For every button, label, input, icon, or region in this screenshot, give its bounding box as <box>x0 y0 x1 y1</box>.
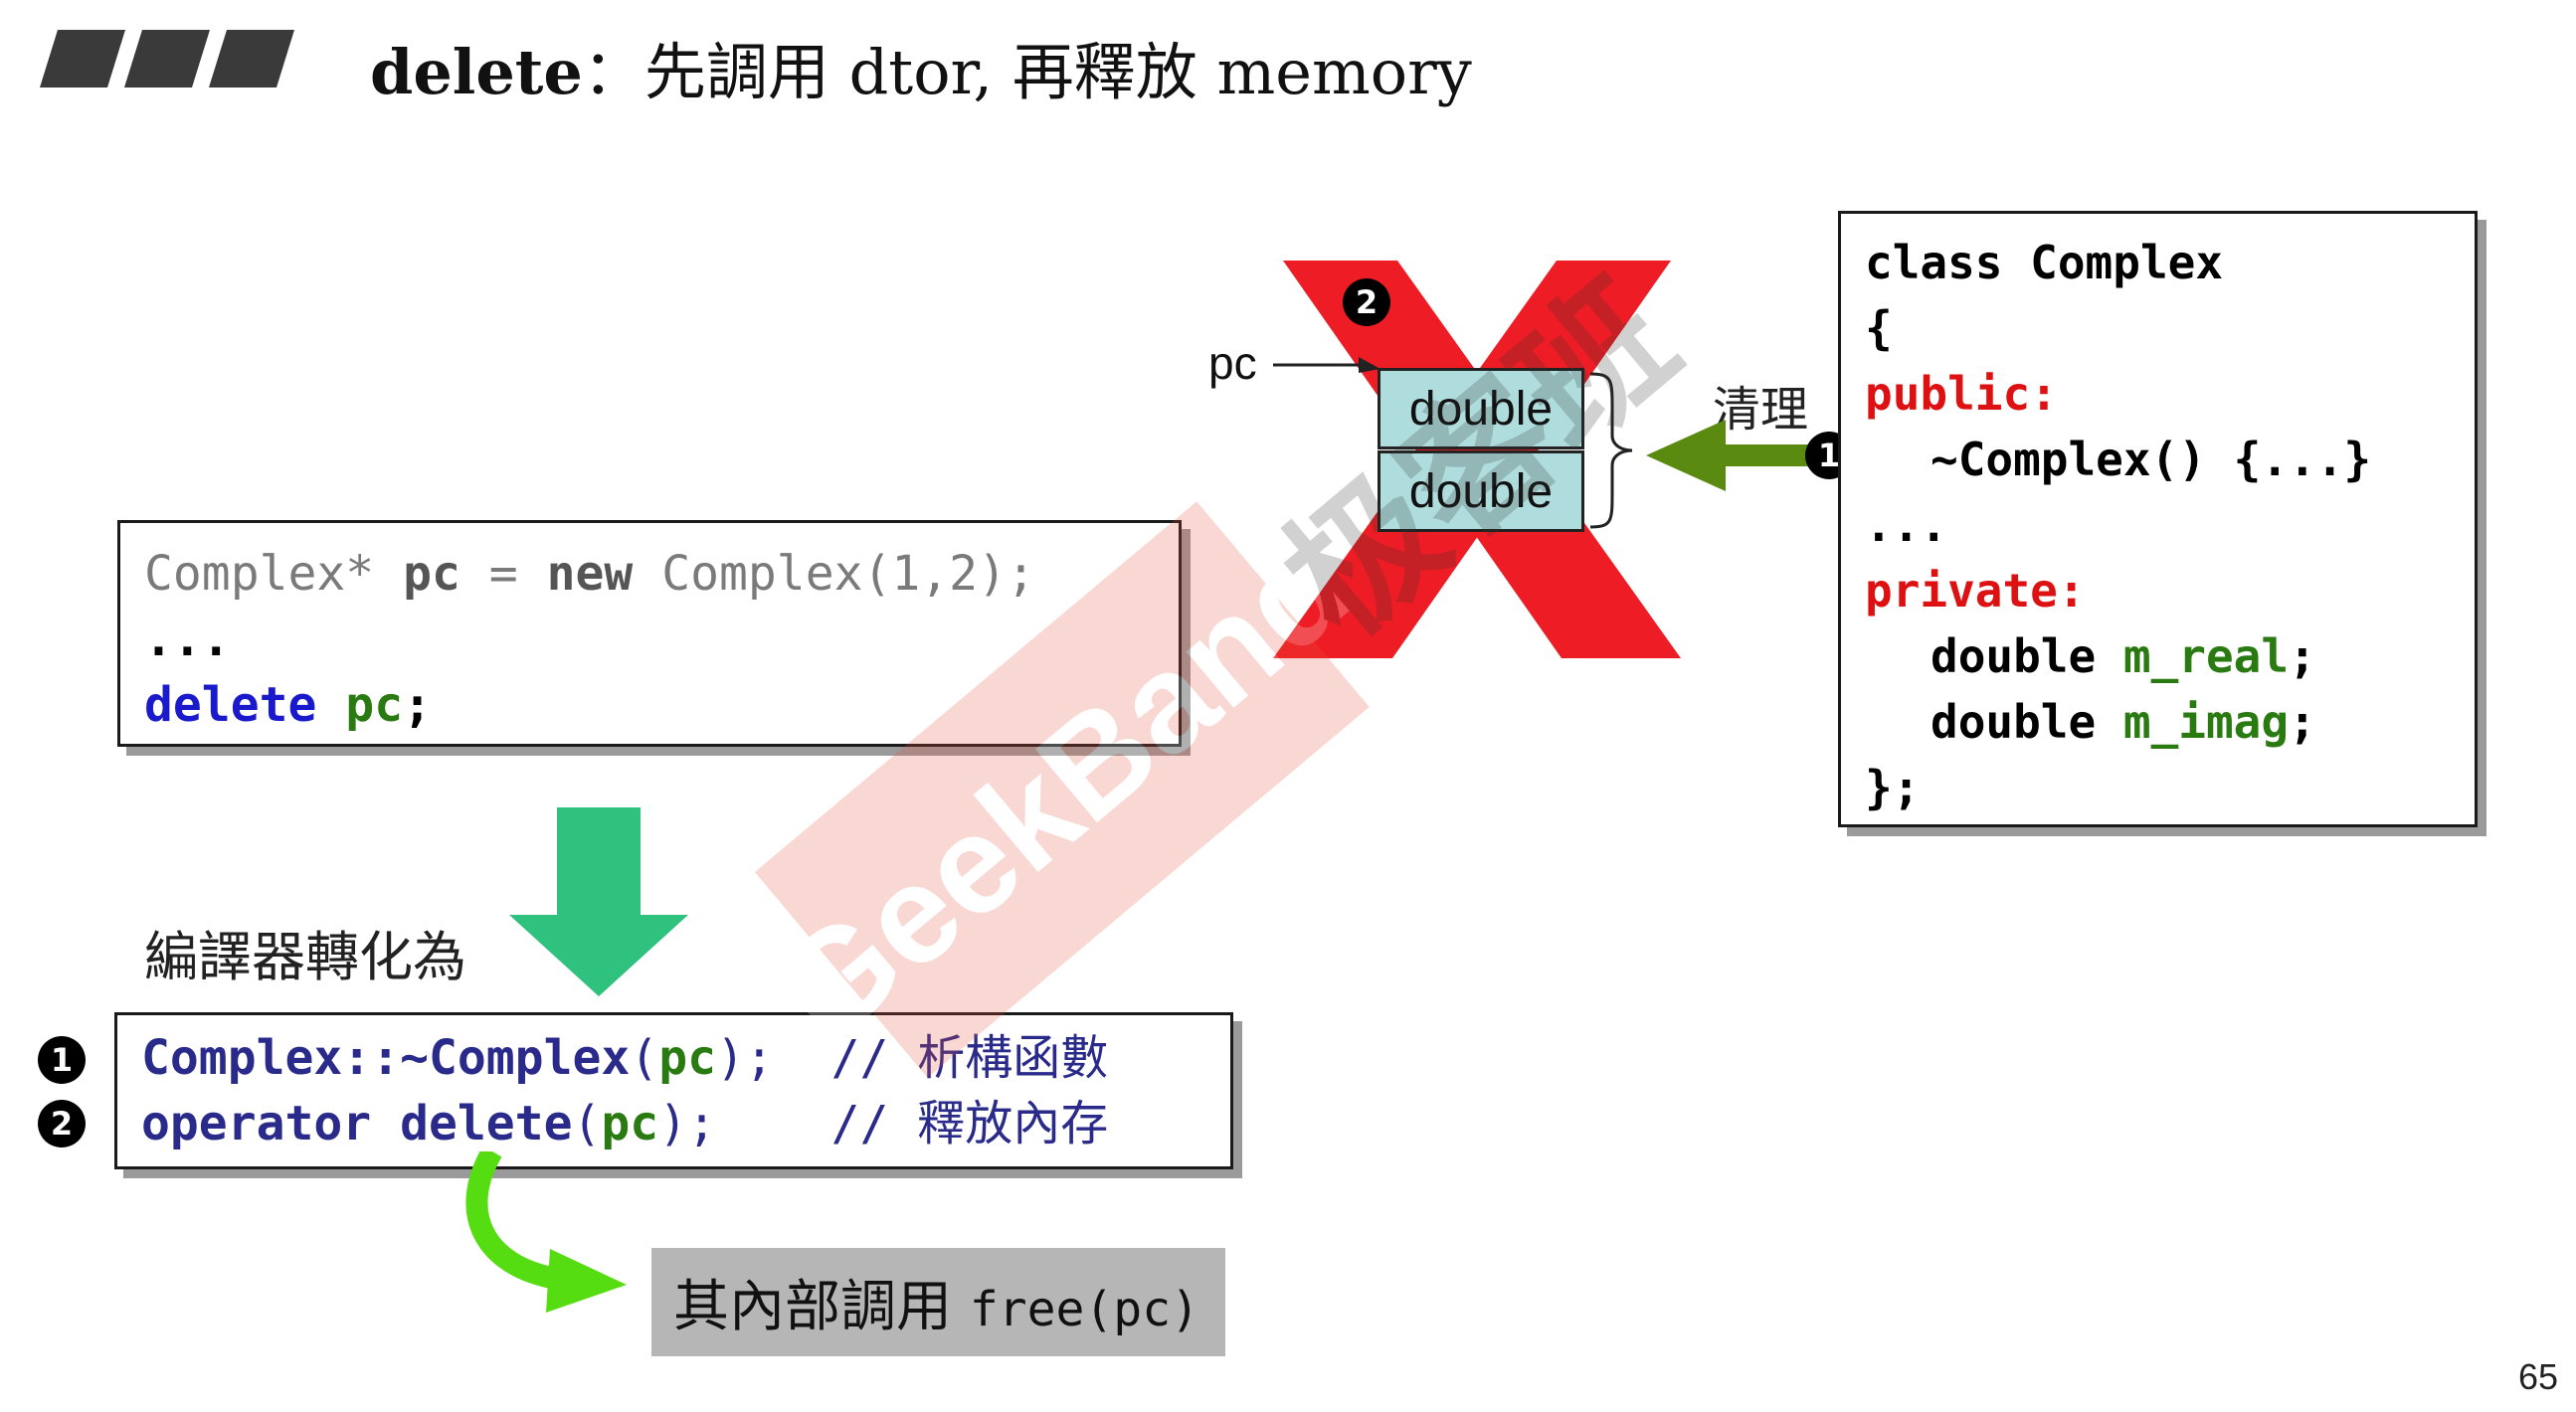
step-2-badge: 2 <box>38 1100 86 1147</box>
step-2-badge-top: 2 <box>1343 278 1390 326</box>
code-line-delete: delete pc; <box>144 677 432 733</box>
code-line-operator-delete: operator delete(pc); // 釋放內存 <box>141 1096 1109 1151</box>
compiler-label: 編譯器轉化為 <box>144 926 466 988</box>
memory-cell-1: double <box>1378 368 1584 449</box>
step-1-badge: 1 <box>38 1036 86 1084</box>
class-line-dtor: ~Complex() {...} <box>1931 433 2372 486</box>
down-arrow-icon <box>509 807 688 996</box>
code-line-new: Complex* pc = new Complex(1,2); <box>144 546 1035 602</box>
free-call-note: 其內部調用 free(pc) <box>651 1248 1225 1356</box>
page-number: 65 <box>2517 1356 2558 1397</box>
pointer-arrow-icon <box>1273 357 1380 373</box>
code-allocation-box: Complex* pc = new Complex(1,2); ... dele… <box>117 520 1182 747</box>
code-line-ellipsis: ... <box>144 612 231 667</box>
memory-cell-2: double <box>1378 450 1584 532</box>
class-line-1: class Complex <box>1865 236 2224 289</box>
title-stripes-icon <box>40 30 294 88</box>
curved-arrow-icon <box>465 1151 627 1313</box>
class-definition-box: class Complex { public: ~Complex() {...}… <box>1838 211 2478 827</box>
class-line-private: private: <box>1865 564 2086 618</box>
title-text: ：先調用 dtor, 再釋放 memory <box>582 36 1472 108</box>
class-line-public: public: <box>1865 367 2058 421</box>
class-line-real: double m_real; <box>1931 629 2316 683</box>
code-expansion-box: Complex::~Complex(pc); // 析構函數 operator … <box>114 1012 1233 1169</box>
class-line-ellipsis: ... <box>1865 498 1948 552</box>
brace-icon <box>1589 372 1633 529</box>
title-keyword: delete <box>370 36 583 108</box>
class-line-2: { <box>1865 301 1893 355</box>
cleanup-label: 清理 <box>1713 382 1809 438</box>
page-title: delete：先調用 dtor, 再釋放 memory <box>370 22 1472 111</box>
class-line-end: }; <box>1865 761 1921 814</box>
code-line-dtor: Complex::~Complex(pc); // 析構函數 <box>141 1030 1109 1086</box>
class-line-imag: double m_imag; <box>1931 695 2316 749</box>
pointer-label: pc <box>1208 337 1257 389</box>
